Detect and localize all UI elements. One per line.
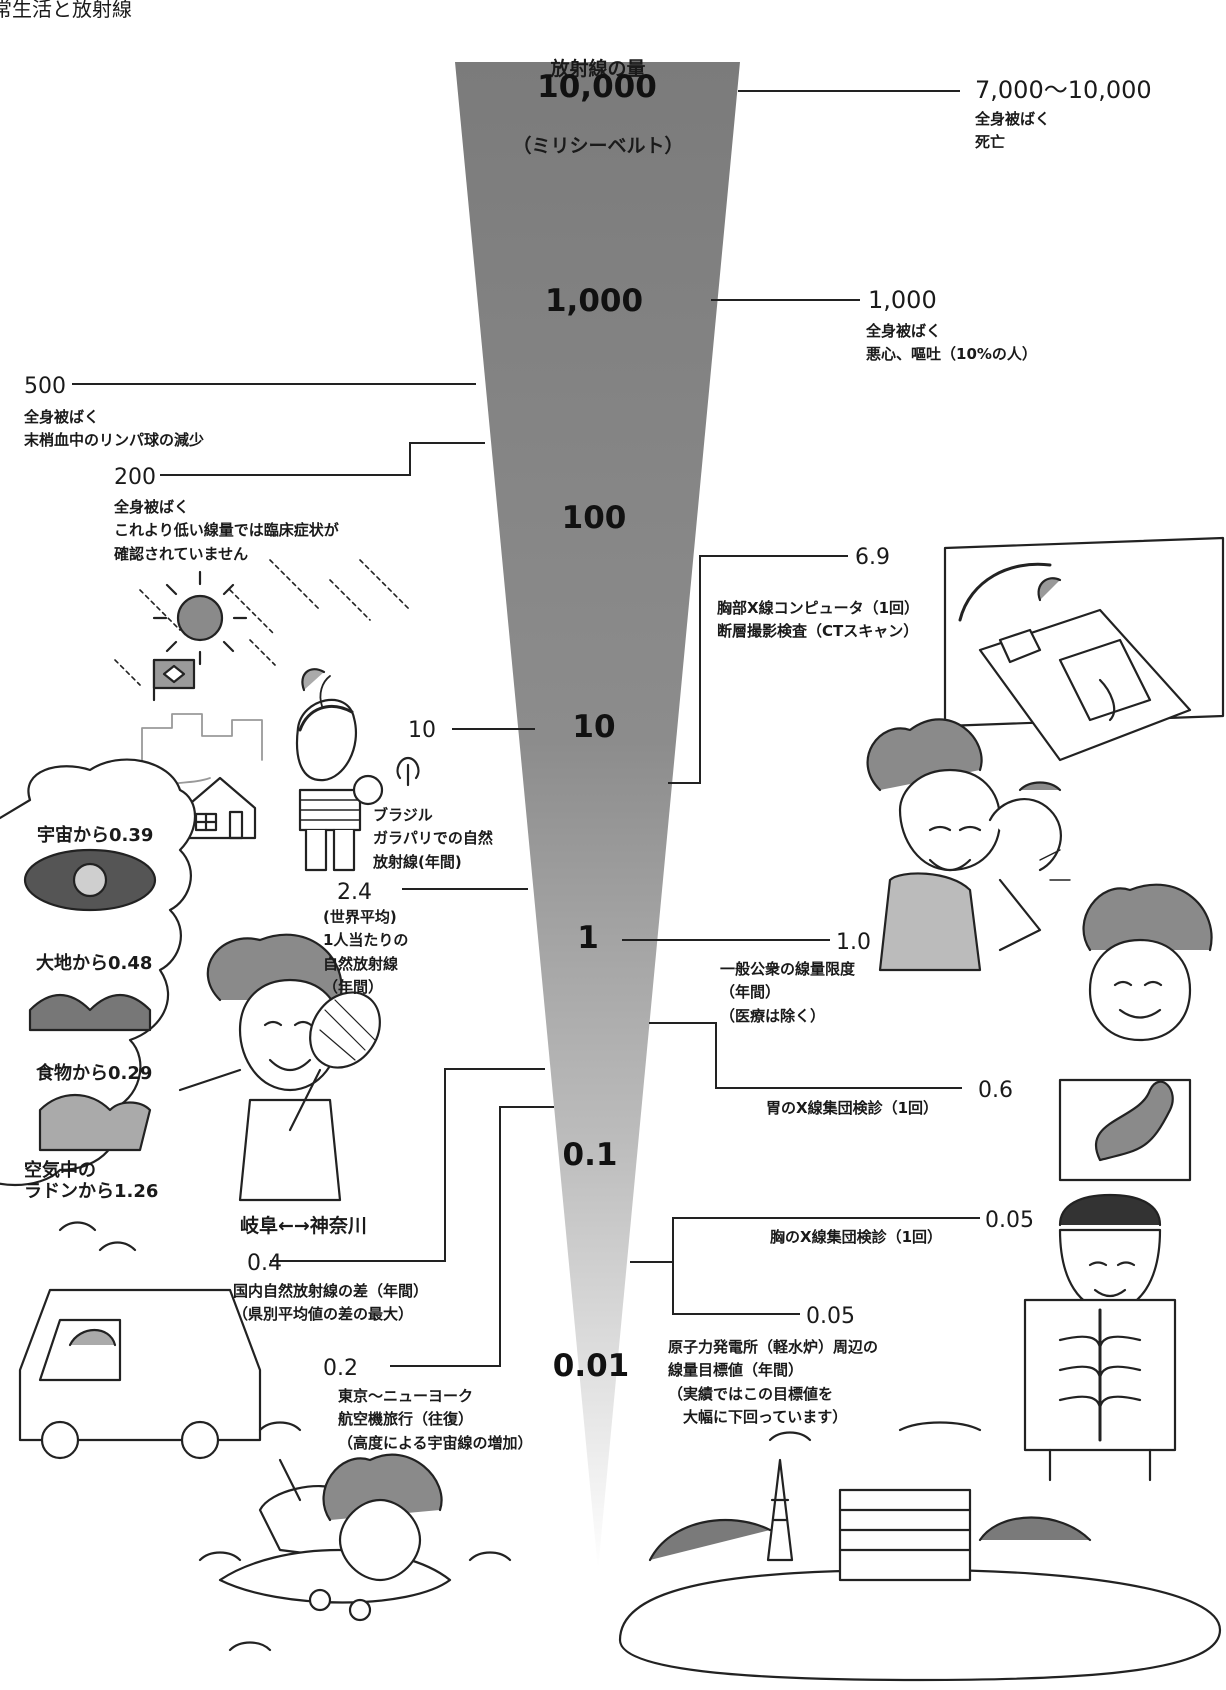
value-0-4: 0.4	[247, 1251, 282, 1276]
leader-e0_05b	[672, 1262, 800, 1315]
title-line-2: （ミリシーベルト）	[512, 135, 684, 158]
bubble-food: 食物から0.29	[36, 1063, 153, 1084]
desc-6-9: 胸部X線コンピュータ（1回） 断層撮影検査（CTスキャン）	[717, 599, 920, 641]
diagram-title: 放射線の量 （ミリシーベルト）	[468, 6, 728, 185]
desc-500: 全身被ばく 末梢血中のリンパ球の減少	[24, 408, 205, 450]
leader-e0_2	[390, 1106, 554, 1367]
leader-e0_4	[270, 1068, 545, 1262]
value-0-6: 0.6	[978, 1078, 1013, 1103]
truck-driver-icon	[18, 1288, 302, 1460]
title-line-1: 放射線の量	[550, 58, 646, 81]
nuclear-plant-icon	[618, 1421, 1222, 1682]
value-10: 10	[408, 718, 436, 743]
desc-10: ブラジル ガラパリでの自然 放射線(年間)	[373, 806, 493, 871]
leader-e0_6	[649, 1022, 962, 1089]
scale-label-100: 100	[561, 500, 627, 536]
flag-icon	[152, 658, 196, 702]
man-chest-xray-icon	[1023, 1193, 1177, 1482]
corner-text: 常生活と放射線	[0, 0, 132, 21]
desc-7000-10000: 全身被ばく 死亡	[975, 110, 1051, 152]
value-500: 500	[24, 374, 66, 399]
man-saluting-icon	[296, 668, 384, 872]
desc-0-6: 胃のX線集団検診（1回）	[766, 1099, 939, 1117]
desc-0-05-chest: 胸のX線集団検診（1回）	[770, 1228, 943, 1246]
mother-child-icon	[866, 718, 1071, 972]
value-0-2: 0.2	[323, 1356, 358, 1381]
desc-0-2: 東京〜ニューヨーク 航空機旅行（往復） （高度による宇宙線の増加）	[338, 1387, 533, 1452]
airplane-woman-icon	[198, 1453, 512, 1652]
value-1000: 1,000	[868, 286, 937, 314]
desc-1000: 全身被ばく 悪心、嘔吐（10%の人）	[866, 322, 1037, 364]
ct-scan-patient-icon	[943, 536, 1225, 762]
value-0-05-plant: 0.05	[806, 1304, 855, 1329]
value-2-4: 2.4	[337, 880, 372, 905]
value-200: 200	[114, 465, 156, 490]
radiation-rays-icon	[114, 559, 411, 686]
house-icon	[183, 776, 257, 840]
scale-label-1000: 1,000	[544, 283, 644, 319]
bubble-ground: 大地から0.48	[36, 953, 153, 974]
desc-1-0: 一般公衆の線量限度 （年間） （医療は除く）	[720, 960, 856, 1025]
tree-icon	[396, 756, 420, 787]
leader-lines	[72, 90, 980, 1367]
sun-icon	[152, 570, 248, 666]
desc-0-05-plant: 原子力発電所（軽水炉）周辺の 線量目標値（年間） （実績ではこの目標値を 大幅に…	[668, 1338, 879, 1426]
value-0-05-chest: 0.05	[985, 1208, 1034, 1233]
desc-0-4: 国内自然放射線の差（年間） （県別平均値の差の最大）	[233, 1282, 429, 1324]
leader-e6_9	[668, 555, 848, 784]
desc-2-4: (世界平均) 1人当たりの 自然放射線 （年間）	[323, 908, 409, 996]
woman-stomach-xray-icon	[1058, 883, 1213, 1182]
dose-scale-wedge	[455, 62, 740, 1570]
desc-200: 全身被ばく これより低い線量では臨床症状が 確認されていません	[114, 498, 339, 563]
value-6-9: 6.9	[855, 545, 890, 570]
scale-label-10: 10	[572, 709, 616, 745]
value-7000-10000: 7,000〜10,000	[975, 76, 1152, 104]
scale-label-0_1: 0.1	[562, 1137, 618, 1173]
bubble-space: 宇宙から0.39	[37, 825, 154, 846]
scale-label-1: 1	[577, 920, 599, 956]
leader-e0_05a	[630, 1217, 980, 1263]
scale-label-0_01: 0.01	[552, 1348, 630, 1384]
leader-e200	[160, 442, 485, 476]
scale-label-10000: 10,000	[537, 69, 657, 105]
value-1-0: 1.0	[836, 930, 871, 955]
woman-tennis-icon	[206, 933, 381, 1202]
route-gifu-kanagawa: 岐阜←→神奈川	[240, 1215, 367, 1237]
bubble-radon: 空気中の ラドンから1.26	[24, 1160, 159, 1202]
natural-radiation-bubble	[0, 758, 242, 1252]
